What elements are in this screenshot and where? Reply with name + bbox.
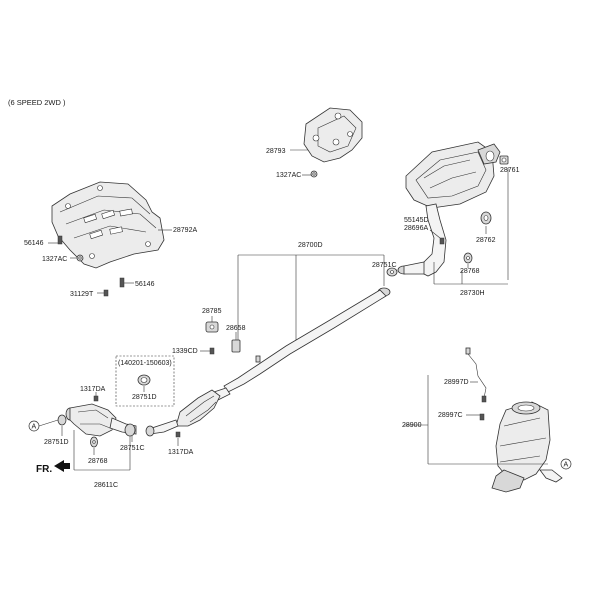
label-28730h: 28730H — [460, 290, 485, 297]
label-28768-right: 28768 — [460, 268, 480, 275]
label-56146-left: 56146 — [24, 240, 44, 247]
bolt-55145d — [439, 237, 445, 245]
nut-1317da-left — [93, 395, 99, 402]
label-28700d: 28700D — [298, 242, 323, 249]
gasket-28751d-left — [57, 414, 67, 426]
label-28785: 28785 — [202, 308, 222, 315]
hanger-28761 — [499, 155, 509, 165]
label-28751c-left: 28751C — [120, 445, 145, 452]
rear-muffler-assy — [397, 141, 501, 277]
label-28762: 28762 — [476, 237, 496, 244]
gasket-28768-right — [463, 252, 473, 264]
label-1317da-right: 1317DA — [168, 449, 194, 456]
label-28761: 28761 — [500, 167, 520, 174]
front-pipe-28611c — [65, 403, 137, 437]
svg-text:FR.: FR. — [36, 464, 52, 475]
gasket-28768-left — [90, 436, 98, 448]
bolt-56146-right — [119, 277, 125, 288]
label-28751d-left: 28751D — [44, 439, 69, 446]
label-28696a: 28696A — [404, 225, 428, 232]
catalytic-filter-assy-28900 — [491, 401, 563, 493]
label-55145d: 55145D — [404, 217, 429, 224]
label-31129t: 31129T — [70, 291, 94, 298]
clip-31129t — [103, 289, 109, 297]
label-28611c: 28611C — [94, 482, 118, 489]
label-28751d-box: 28751D — [132, 394, 157, 401]
hanger-bracket-28793 — [303, 107, 363, 163]
rubber-hanger-28785 — [205, 321, 219, 333]
svg-text:A: A — [564, 462, 569, 469]
gasket-28751c-right — [386, 267, 398, 277]
marker-a-right: A — [560, 458, 572, 470]
label-28997c: 28997C — [438, 412, 463, 419]
rubber-hanger-28762 — [480, 211, 492, 225]
clamp-28658 — [231, 339, 241, 353]
bolt-56146-left — [57, 235, 63, 245]
label-1339cd: 1339CD — [172, 348, 198, 355]
nut-1327ac-top — [310, 170, 318, 178]
label-1317da-left: 1317DA — [80, 386, 106, 393]
svg-text:A: A — [32, 424, 37, 431]
label-28793: 28793 — [266, 148, 286, 155]
detail-box-range: (140201-150603) — [118, 360, 172, 367]
heat-protector-28792a — [51, 181, 165, 269]
label-28900: 28900 — [402, 422, 422, 429]
nut-1317da-right — [175, 431, 181, 438]
gasket-28751d-box — [137, 374, 151, 386]
label-28768-left: 28768 — [88, 458, 108, 465]
label-28997d: 28997D — [444, 379, 469, 386]
front-arrow-icon — [54, 460, 70, 472]
diagram-caption: (6 SPEED 2WD ) — [8, 98, 66, 107]
detail-box-frame — [115, 355, 175, 407]
marker-a-left: A — [28, 419, 59, 432]
oxygen-sensor-28997c — [479, 413, 485, 421]
label-28658: 28658 — [226, 325, 246, 332]
front-direction-indicator: FR. — [36, 460, 70, 475]
nut-1327ac-left — [76, 254, 84, 262]
label-1327ac-top: 1327AC — [276, 172, 301, 179]
label-56146-right: 56146 — [135, 281, 155, 288]
center-muffler-pipe-28700d — [145, 287, 391, 437]
oxygen-sensor-28997d — [465, 347, 487, 403]
label-28792a: 28792A — [173, 227, 197, 234]
bolt-1339cd — [209, 347, 215, 355]
label-1327ac-left: 1327AC — [42, 256, 67, 263]
